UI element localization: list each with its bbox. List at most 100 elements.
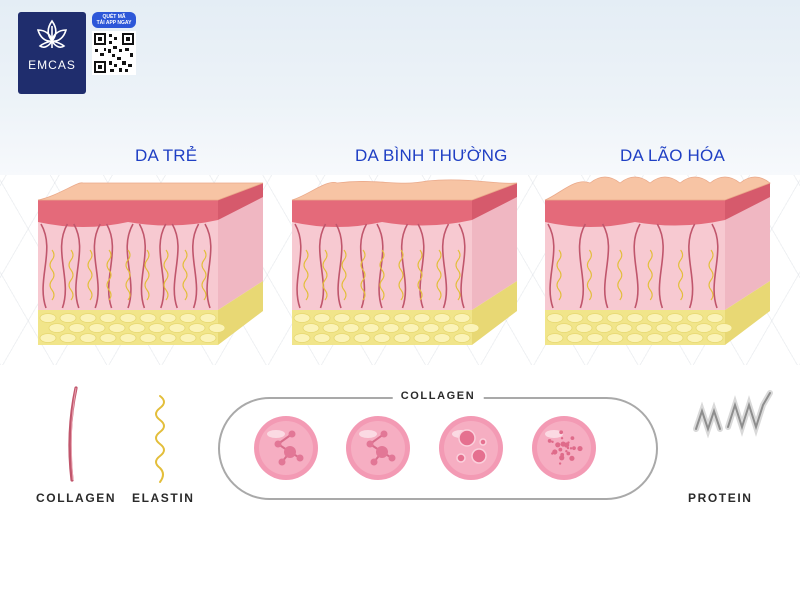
collagen-fiber <box>204 223 212 309</box>
cell-highlight <box>267 430 285 438</box>
fat-cell <box>139 313 157 323</box>
fat-cell <box>453 333 471 343</box>
fat-cell <box>293 333 311 343</box>
fat-cell <box>626 333 644 343</box>
fat-cell <box>462 323 480 333</box>
cell-fragment <box>566 451 571 456</box>
fat-cell <box>606 313 624 323</box>
fat-cell <box>715 323 733 333</box>
fat-cell <box>48 323 66 333</box>
collagen-fiber <box>335 223 343 309</box>
skin-block-young <box>37 182 264 345</box>
fat-cell <box>313 313 331 323</box>
fat-cell <box>333 333 351 343</box>
fat-cell <box>666 333 684 343</box>
cell-fragment <box>551 440 554 444</box>
elastin-fiber <box>182 249 188 301</box>
fat-cell <box>413 313 431 323</box>
molecule-atom <box>366 440 374 448</box>
cell-bubble <box>458 429 476 447</box>
molecule-atom <box>370 458 378 466</box>
collagen-fiber <box>73 223 81 309</box>
elastin-fiber <box>68 249 74 301</box>
epidermis-front <box>292 200 472 227</box>
fat-cell <box>139 333 157 343</box>
cell-inner <box>444 421 498 475</box>
fat-cell <box>333 313 351 323</box>
fat-cell <box>566 313 584 323</box>
elastin-fiber <box>617 249 623 301</box>
cell-inner <box>537 421 591 475</box>
elastin-fiber <box>106 249 112 301</box>
cell-fragment <box>572 446 576 451</box>
fat-side <box>725 281 770 345</box>
elastin-fiber <box>417 249 423 301</box>
fat-cell <box>635 323 653 333</box>
fat-cell <box>393 313 411 323</box>
elastin-fiber <box>455 249 461 301</box>
fat-cell <box>68 323 86 333</box>
fat-cell <box>373 333 391 343</box>
qr-code-icon <box>92 31 136 75</box>
title-aging-skin: DA LÃO HÓA <box>620 146 725 165</box>
logo-text: EMCAS <box>28 58 76 72</box>
collagen-fiber <box>711 223 719 309</box>
collagen-cells <box>254 416 596 480</box>
fat-cell <box>59 313 77 323</box>
cell-bubble <box>471 448 487 464</box>
collagen-fiber <box>688 223 696 309</box>
fat-cell <box>666 313 684 323</box>
collagen-fiber <box>601 223 610 309</box>
fat-cell <box>675 323 693 333</box>
collagen-group-title: COLLAGEN <box>392 390 484 402</box>
fat-cell <box>99 333 117 343</box>
cell-fragment <box>560 436 564 440</box>
epidermis-front <box>38 200 218 227</box>
collagen-fiber <box>60 223 69 309</box>
epidermis-front <box>545 200 725 227</box>
dermis-side <box>218 191 263 310</box>
elastin-fiber <box>360 249 366 301</box>
fat-cell <box>646 333 664 343</box>
fat-cell <box>99 313 117 323</box>
fat-cell <box>88 323 106 333</box>
collagen-fiber <box>138 223 147 309</box>
collagen-fiber <box>458 223 466 309</box>
fat-cell <box>79 333 97 343</box>
label-collagen: COLLAGEN <box>36 491 117 505</box>
fat-cell <box>119 313 137 323</box>
fat-cell <box>128 323 146 333</box>
elastin-fiber <box>556 249 562 301</box>
elastin-fiber-icon <box>155 395 165 483</box>
elastin-fiber <box>303 249 309 301</box>
elastin-fiber <box>708 249 714 301</box>
fat-cell <box>586 333 604 343</box>
skin-block-normal <box>291 179 518 345</box>
qr-caption: QUÉT MÃ TẢI APP NGAY <box>92 12 136 28</box>
elastin-fiber <box>125 249 131 301</box>
elastin-fiber <box>398 249 404 301</box>
dermis-side <box>725 191 770 310</box>
label-elastin: ELASTIN <box>132 491 195 505</box>
qr-download[interactable]: QUÉT MÃ TẢI APP NGAY <box>92 12 140 75</box>
elastin-fiber <box>586 249 592 301</box>
fat-cell <box>148 323 166 333</box>
skin-block-aging <box>544 176 771 345</box>
fat-cell <box>413 333 431 343</box>
cell-fragment <box>569 447 573 450</box>
cell-fragment <box>558 462 562 465</box>
dermis-side <box>472 191 517 310</box>
collagen-fiber <box>93 223 101 309</box>
elastin-fiber <box>163 249 169 301</box>
fat-cell <box>199 313 217 323</box>
collagen-cell-1 <box>254 416 318 480</box>
fat-cell <box>393 333 411 343</box>
fat-cell <box>159 313 177 323</box>
collagen-fiber <box>441 223 450 309</box>
fat-cell <box>606 333 624 343</box>
cell-fragment <box>558 447 563 452</box>
collagen-fiber <box>171 223 179 309</box>
fat-cell <box>208 323 226 333</box>
fat-cell <box>706 313 724 323</box>
fat-cell <box>586 313 604 323</box>
